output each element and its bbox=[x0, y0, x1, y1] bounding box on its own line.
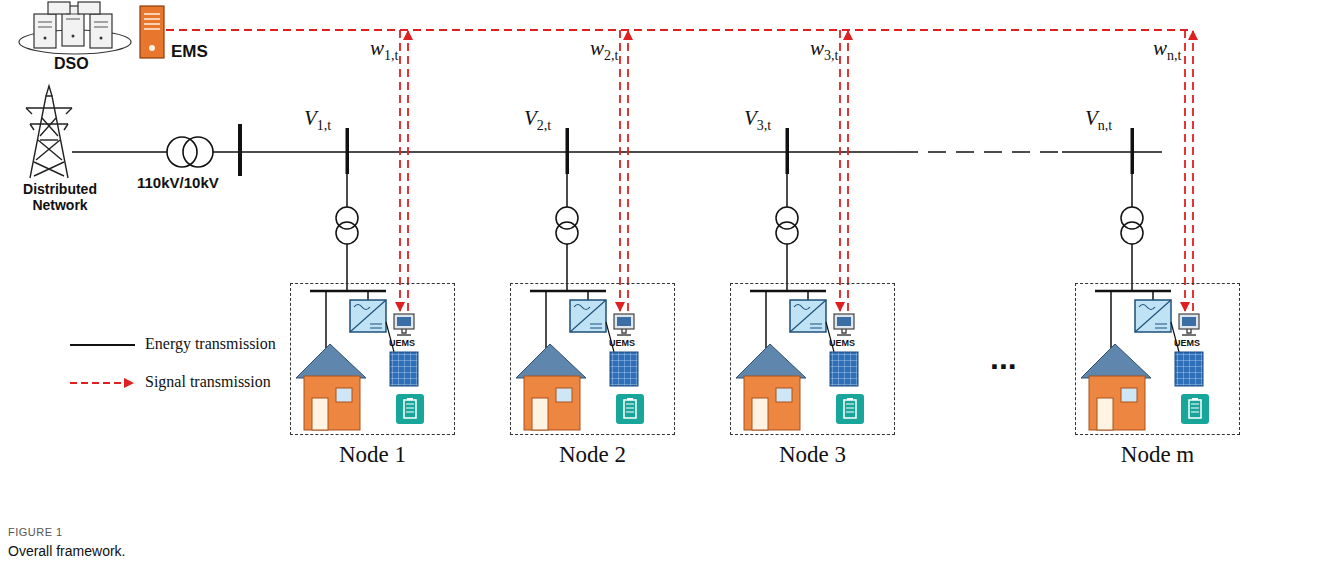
terminal-label: UEMS bbox=[829, 338, 855, 348]
uems-terminal: UEMS bbox=[1172, 313, 1206, 353]
computer-icon bbox=[831, 313, 857, 337]
figure-caption: Overall framework. bbox=[8, 543, 125, 559]
text-label: 110kV/10kV bbox=[137, 174, 219, 191]
signal-connector bbox=[140, 30, 408, 311]
prosumer-node-box: Node 1UEMS bbox=[290, 283, 455, 435]
prosumer-node-box: Node 3UEMS bbox=[730, 283, 895, 435]
variable-label: w1,t bbox=[370, 36, 398, 64]
node-label: Node 2 bbox=[511, 442, 674, 468]
variable-label: V3,t bbox=[744, 106, 771, 134]
variable-label: V1,t bbox=[304, 106, 331, 134]
node-label: Node 3 bbox=[731, 442, 894, 468]
terminal-label: UEMS bbox=[1174, 338, 1200, 348]
variable-label: V2,t bbox=[524, 106, 551, 134]
prosumer-node-box: Node 2UEMS bbox=[510, 283, 675, 435]
computer-icon bbox=[611, 313, 637, 337]
signal-connector bbox=[140, 30, 848, 311]
uems-terminal: UEMS bbox=[387, 313, 421, 353]
text-label: DSO bbox=[54, 55, 89, 73]
terminal-label: UEMS bbox=[389, 338, 415, 348]
node-label: Node m bbox=[1076, 442, 1239, 468]
prosumer-node-box: Node mUEMS bbox=[1075, 283, 1240, 435]
text-label: FIGURE 1 bbox=[8, 526, 63, 538]
variable-label: wn,t bbox=[1153, 36, 1181, 64]
legend-text: Energy transmission bbox=[145, 335, 276, 353]
signal-connector bbox=[140, 30, 1193, 311]
server-icon bbox=[138, 4, 166, 60]
legend-text: Signal transmission bbox=[145, 373, 271, 391]
uems-terminal: UEMS bbox=[827, 313, 861, 353]
server-label: EMS bbox=[171, 42, 208, 62]
node-label: Node 1 bbox=[291, 442, 454, 468]
text-label: Distributed Network bbox=[4, 181, 116, 213]
computer-icon bbox=[1176, 313, 1202, 337]
uems-terminal: UEMS bbox=[607, 313, 641, 353]
legend-energy-line bbox=[70, 344, 135, 346]
legend-signal-line bbox=[70, 382, 133, 384]
variable-label: Vn,t bbox=[1085, 106, 1112, 134]
variable-label: w3,t bbox=[810, 36, 838, 64]
terminal-label: UEMS bbox=[609, 338, 635, 348]
computer-icon bbox=[391, 313, 417, 337]
signal-connector bbox=[140, 30, 628, 311]
text-label: ... bbox=[990, 340, 1017, 377]
variable-label: w2,t bbox=[590, 36, 618, 64]
